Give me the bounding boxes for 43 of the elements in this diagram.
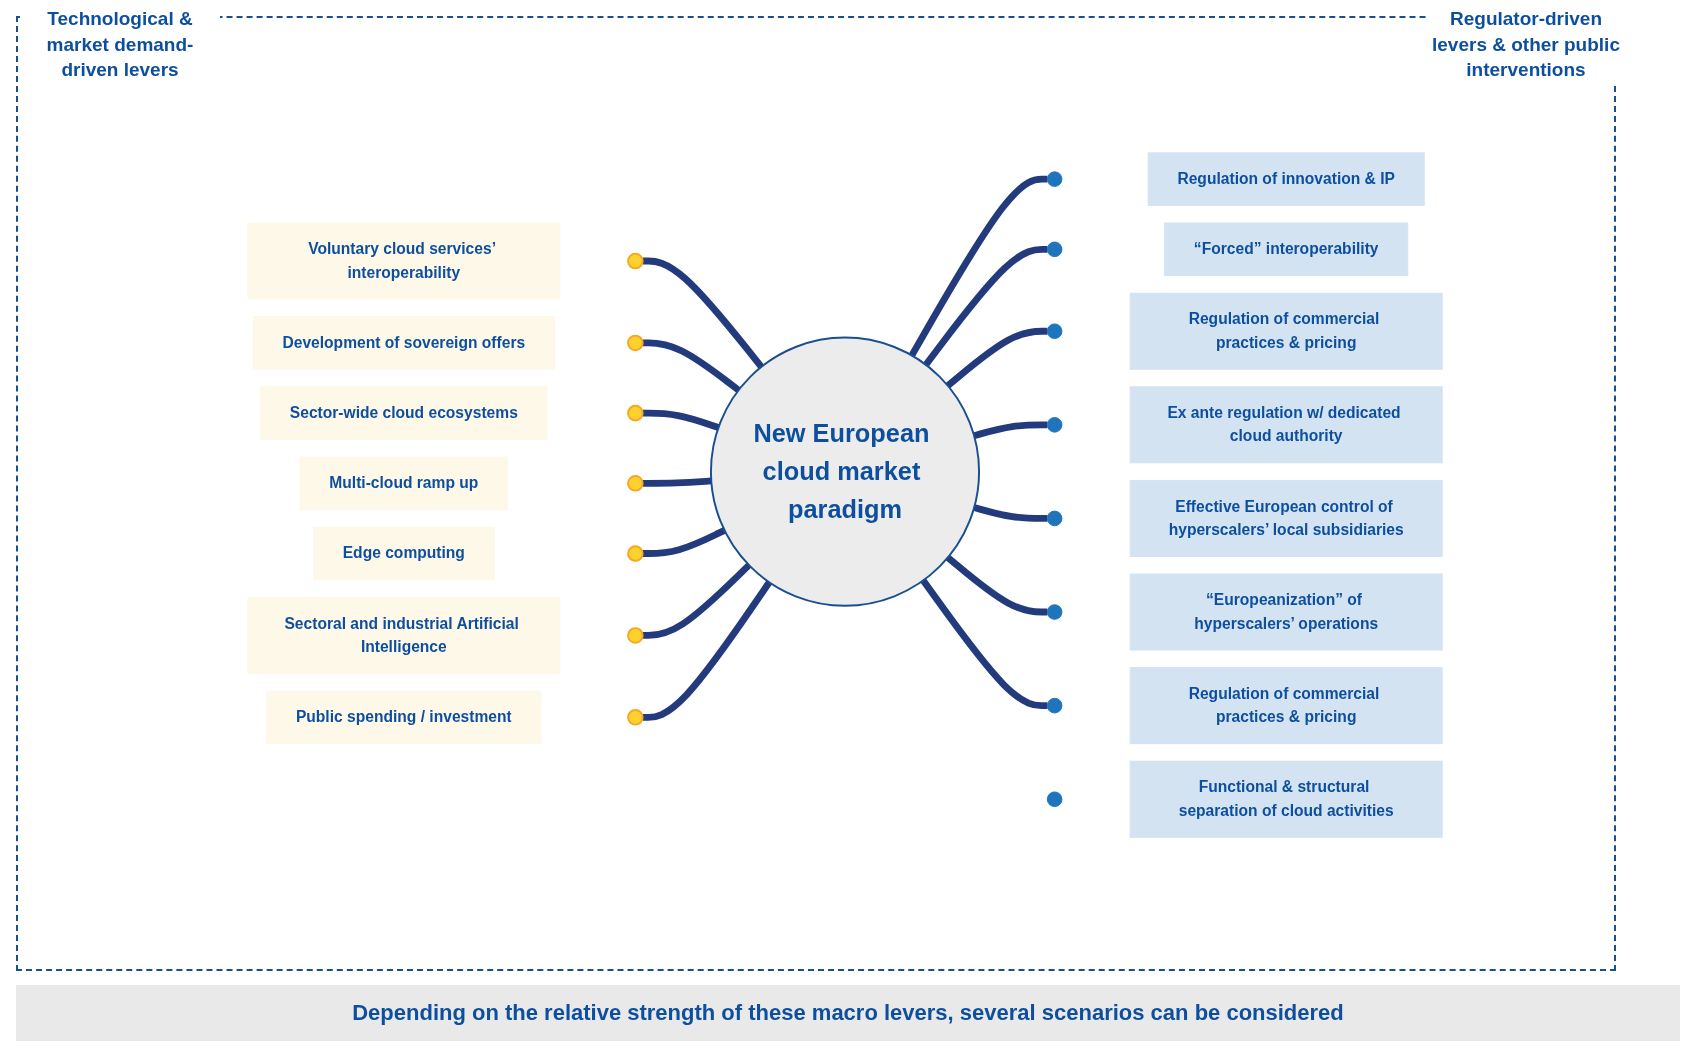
connector <box>973 421 1048 439</box>
node-box: Sectoral and industrial Artificial Intelligence <box>247 596 561 674</box>
node-circle <box>1046 171 1063 187</box>
node-circle <box>1046 697 1063 714</box>
node-circle <box>1046 604 1063 620</box>
node-box: Edge computing <box>312 526 495 581</box>
connector <box>642 527 726 557</box>
connector <box>945 327 1048 389</box>
node-box: “Europeanization” of hyperscalers’ operations <box>1129 573 1443 651</box>
connector <box>642 409 720 431</box>
connector <box>920 578 1048 709</box>
connector <box>973 504 1048 522</box>
node-circle <box>627 334 644 352</box>
node-circle <box>1046 417 1063 433</box>
node-box: Ex ante regulation w/ dedicated cloud authority <box>1129 386 1443 464</box>
node-circle <box>627 709 644 726</box>
connector <box>642 580 773 721</box>
node-box: Effective European control of hyperscalers’ local subsidiaries <box>1129 479 1443 557</box>
node-circle <box>627 545 644 562</box>
connector <box>642 257 764 369</box>
connector <box>642 339 741 393</box>
node-circle <box>1046 323 1063 339</box>
node-circle <box>627 627 644 644</box>
node-box: Voluntary cloud services’ interoperability <box>247 222 561 300</box>
node-box: Regulation of innovation & IP <box>1147 152 1425 206</box>
connector <box>642 562 752 639</box>
connector <box>908 175 1048 358</box>
node-box: Sector-wide cloud ecosystems <box>260 386 548 440</box>
connector <box>642 477 712 487</box>
node-box: Regulation of commercial practices & pricing <box>1129 667 1443 745</box>
node-circle <box>1046 241 1063 258</box>
caption: Depending on the relative strength of these macro levers, several scenarios can be considered <box>16 985 1680 1041</box>
node-box: “Forced” interoperability <box>1164 222 1409 277</box>
node-circle: New European cloud market paradigm <box>709 336 981 607</box>
node-circle <box>1046 510 1063 527</box>
node-box: Functional & structural separation of cloud activities <box>1129 760 1443 838</box>
node-box: Regulation of commercial practices & pricing <box>1129 292 1443 370</box>
node-circle <box>627 475 644 492</box>
node-circle <box>627 252 644 270</box>
connector <box>923 245 1048 367</box>
connector <box>945 554 1048 616</box>
node-circle <box>1046 791 1063 807</box>
node-circle <box>627 404 644 422</box>
